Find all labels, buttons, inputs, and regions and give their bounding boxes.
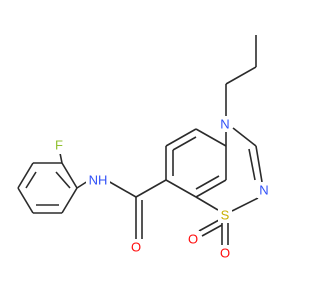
atom-label-sulfonyl-oxygen-bottom: O — [220, 246, 230, 261]
bond-ring2-c — [195, 128, 227, 147]
bond-ring2-inner-1 — [172, 136, 197, 151]
label-bg-o-s1 — [186, 231, 200, 247]
label-bg-o-amide — [129, 239, 143, 255]
atom-label-fluorine: F — [55, 138, 63, 153]
bond-nh-carbonyl — [107, 180, 137, 198]
bond-ring1-d — [17, 187, 34, 214]
bond-ring2-e — [195, 179, 227, 198]
bond-nring-ch — [232, 127, 257, 147]
structure-canvas: F NH O N N S O O — [17, 35, 271, 261]
label-bg-f — [52, 138, 66, 154]
bond-s-o1-a — [198, 219, 220, 232]
bond-ch-nimine-1 — [255, 145, 263, 183]
bond-ring2-inner-2 — [195, 175, 220, 190]
label-bg-s — [218, 207, 232, 223]
bond-ring1-a — [61, 162, 78, 189]
bond-layer — [17, 35, 263, 245]
bond-s-o1-b — [201, 224, 223, 237]
bond-nimine-s — [231, 197, 259, 212]
label-bg-n-imine — [257, 182, 271, 198]
atom-label-sulfonyl-oxygen-left: O — [188, 232, 198, 247]
bond-c-f — [59, 152, 63, 164]
label-bg-n-ring — [218, 116, 232, 132]
bond-ring1-e — [17, 162, 34, 189]
bond-ring2-f — [165, 179, 197, 198]
atom-label-layer: F NH O N N S O O — [52, 116, 271, 261]
bond-ring2-b — [165, 128, 197, 147]
bond-s-c — [195, 196, 219, 211]
bond-ch-nimine-2 — [248, 148, 256, 181]
bond-ring1-inner-1 — [55, 171, 71, 189]
bond-ring1-inner-3 — [25, 171, 37, 189]
bond-propyl-2 — [225, 66, 257, 85]
bond-ring1-b — [61, 187, 78, 214]
label-bg-nh — [86, 170, 110, 188]
atom-label-imine-nitrogen: N — [259, 183, 268, 198]
atom-label-ring-nitrogen: N — [220, 117, 229, 132]
atom-label-amide-nh: NH — [89, 173, 108, 188]
atom-label-amide-oxygen: O — [131, 240, 141, 255]
atom-label-sulfur: S — [221, 208, 230, 223]
molecule-structure: F NH O N N S O O — [17, 35, 271, 261]
label-bg-o-s2 — [218, 245, 232, 261]
bond-carbonyl-ring — [135, 179, 167, 198]
